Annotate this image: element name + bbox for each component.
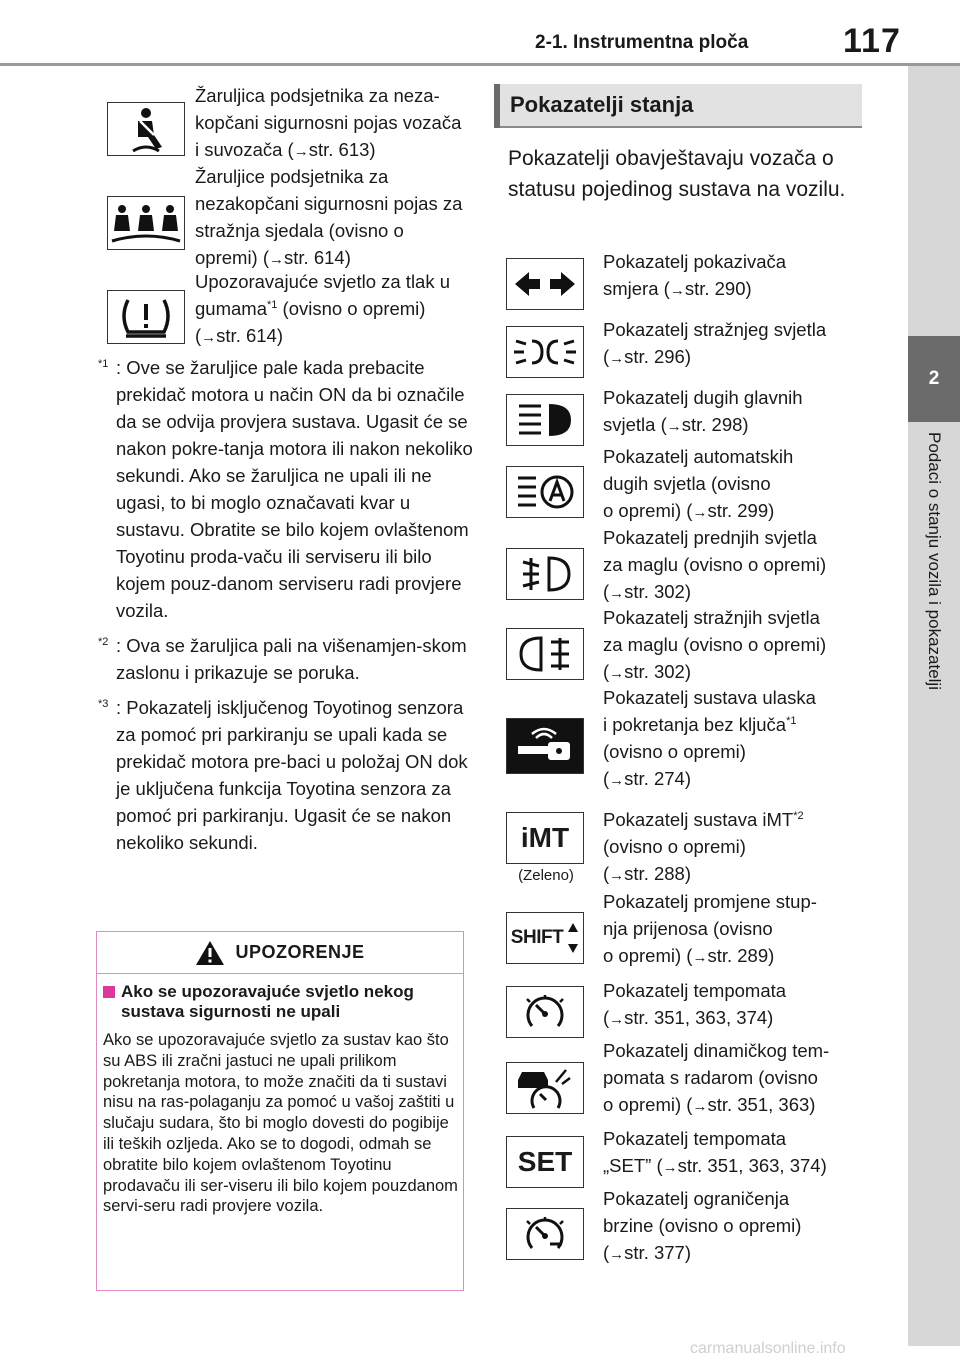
left-item-2: Žaruljice podsjetnika za nezakopčani sig… (195, 166, 463, 268)
tire-pressure-icon (107, 290, 185, 344)
chapter-number: 2 (908, 336, 960, 422)
header-divider (0, 63, 960, 66)
turn-signal-icon (506, 258, 584, 310)
indicator-auto-high-beam: Pokazatelj automatskih dugih svjetla (ov… (603, 446, 794, 521)
indicator-tail-light: Pokazatelj stražnjeg svjetla (→str. 296) (603, 319, 827, 367)
indicator-set: Pokazatelj tempomata „SET” (→str. 351, 3… (603, 1128, 827, 1176)
page-number: 117 (843, 22, 901, 60)
cruise-control-icon (506, 986, 584, 1038)
indicator-front-fog: Pokazatelj prednjih svjetla za maglu (ov… (603, 527, 827, 602)
footnote: *3 : Pokazatelj isključenog Toyotinog se… (98, 697, 468, 853)
warning-box: UPOZORENJE Ako se upozoravajuće svjetlo … (96, 931, 464, 1291)
front-fog-icon (506, 548, 584, 600)
imt-color-caption: (Zeleno) (518, 867, 574, 884)
footnote: *2 : Ova se žaruljica pali na višenamjen… (98, 635, 467, 683)
chapter-label: Podaci o stanju vozila i pokazatelji (925, 432, 944, 690)
warning-title: UPOZORENJE (235, 942, 365, 962)
warning-triangle-icon (196, 940, 225, 965)
indicator-speed-limiter: Pokazatelj ograničenja brzine (ovisno o … (603, 1188, 802, 1263)
left-item-1: Žaruljica podsjetnika za neza-kopčani si… (195, 85, 462, 160)
indicator-cruise: Pokazatelj tempomata (→str. 351, 363, 37… (603, 980, 787, 1028)
high-beam-icon (506, 394, 584, 446)
seatbelt-icon (107, 102, 185, 156)
rear-seatbelts-icon (107, 196, 185, 250)
rear-fog-icon (506, 628, 584, 680)
footnotes: *1 : Ove se žaruljice pale kada prebacit… (98, 354, 478, 864)
radar-cruise-icon (506, 1062, 584, 1114)
warning-header: UPOZORENJE (97, 932, 463, 974)
section-heading: Pokazatelji stanja (494, 84, 862, 128)
set-icon: SET (506, 1136, 584, 1188)
indicator-radar-cruise: Pokazatelj dinamičkog tem- pomata s rada… (603, 1040, 830, 1115)
left-item-3: Upozoravajuće svjetlo za tlak u gumama*1… (195, 271, 451, 346)
indicator-shift: Pokazatelj promjene stup- nja prijenosa … (603, 891, 817, 966)
imt-icon: iMT (506, 812, 584, 864)
shift-icon: SHIFT (506, 912, 584, 964)
warning-body: Ako se upozoravajuće svjetlo za sustav k… (103, 1031, 458, 1216)
auto-high-beam-icon (506, 466, 584, 518)
side-tab (908, 66, 960, 1346)
indicator-smart-key: Pokazatelj sustava ulaska i pokretanja b… (603, 687, 816, 789)
warning-subtitle: Ako se upozoravajuće svjetlo nekog susta… (103, 982, 459, 1022)
section-title: 2-1. Instrumentna ploča (535, 32, 749, 53)
indicator-rear-fog: Pokazatelj stražnjih svjetla za maglu (o… (603, 607, 827, 682)
tail-light-icon (506, 326, 584, 378)
smart-key-icon (506, 718, 584, 774)
watermark: carmanualsonline.info (690, 1340, 846, 1357)
indicator-imt: Pokazatelj sustava iMT*2 (ovisno o oprem… (603, 809, 804, 884)
bullet-square-icon (103, 986, 115, 998)
speed-limiter-icon (506, 1208, 584, 1260)
indicator-high-beam: Pokazatelj dugih glavnih svjetla (→str. … (603, 387, 803, 435)
indicator-turn-signal: Pokazatelj pokazivača smjera (→str. 290) (603, 251, 787, 299)
footnote: *1 : Ove se žaruljice pale kada prebacit… (98, 357, 473, 621)
section-intro: Pokazatelji obavještavaju vozača o statu… (508, 147, 846, 201)
